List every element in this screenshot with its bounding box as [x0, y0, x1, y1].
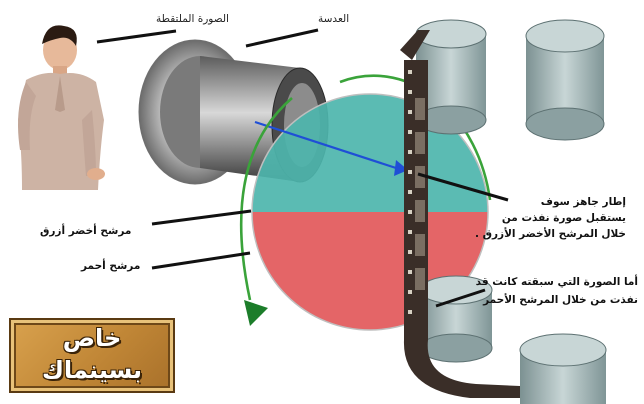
bottom-right-reel: [519, 333, 607, 404]
cinemak-badge: خاص بسينماك: [9, 318, 175, 393]
film-strip: [400, 30, 520, 398]
note-previous-frame: أما الصورة التي سبقته كانت قد نفذت من خل…: [474, 276, 638, 307]
pointer-previous-frame: [435, 288, 486, 308]
badge-line2: بسينماك: [41, 356, 143, 384]
label-captured-image: الصورة الملتقطة: [156, 13, 229, 25]
note-previous-frame-line2: نفذت من خلال المرشح الأحمر: [483, 294, 638, 306]
pointer-captured-image: [96, 29, 177, 44]
note-frame-ready-line1: إطار جاهز سوف: [540, 196, 626, 208]
note-frame-ready-line3: خلال المرشح الأخضر الأزرق .: [474, 228, 626, 240]
top-right-reel: [525, 19, 605, 141]
captured-person-illustration: [14, 18, 106, 192]
pointer-lines: [96, 28, 509, 308]
pointer-frame-ready: [417, 172, 509, 202]
label-red-filter: مرشح أحمر: [81, 260, 141, 272]
light-ray: [254, 120, 408, 176]
film-reels: [415, 19, 607, 404]
pointer-lens: [245, 28, 319, 48]
badge-line1: خاص: [62, 324, 122, 352]
label-lens: العدسة: [318, 13, 350, 25]
note-previous-frame-line1: أما الصورة التي سبقته كانت قد: [475, 276, 638, 288]
note-frame-ready-line2: يستقبل صورة نفذت من: [501, 212, 626, 224]
label-blue-green-filter: مرشح أخضر أزرق: [40, 225, 132, 237]
note-frame-ready: إطار جاهز سوف يستقبل صورة نفذت من خلال ا…: [474, 196, 626, 241]
pointer-blue-green-filter: [151, 209, 252, 226]
pointer-red-filter: [151, 251, 251, 270]
